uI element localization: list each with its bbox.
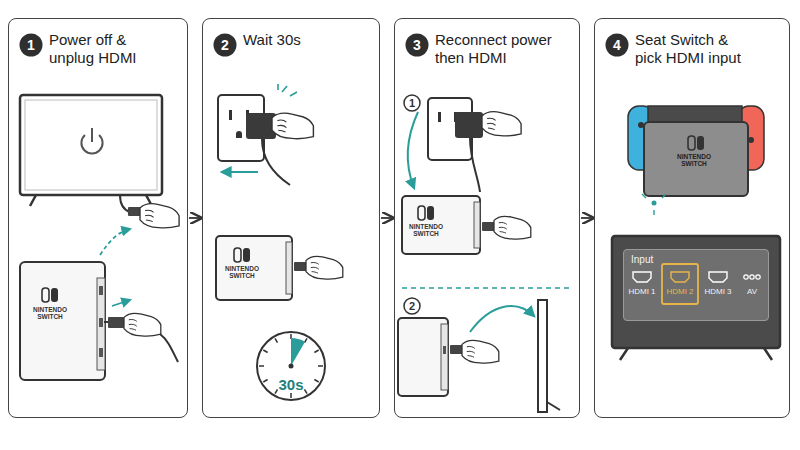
step-number: 2 bbox=[213, 33, 237, 57]
step-panel: Seat Switch & pick HDMI input4Input bbox=[594, 18, 790, 418]
step-heading: Reconnect power then HDMI bbox=[435, 31, 575, 67]
wall-outlet bbox=[428, 98, 521, 192]
substep-number-text: 1 bbox=[403, 94, 421, 112]
timer-text: 30s bbox=[255, 376, 327, 393]
step-arrow bbox=[581, 217, 593, 219]
step-panel: Reconnect power then HDMI3 1 2 bbox=[394, 18, 580, 418]
step-panel: Wait 30s 2 30s bbox=[202, 18, 380, 418]
switch-dock bbox=[402, 196, 480, 254]
switch-dock bbox=[216, 236, 292, 300]
menu-title: Input bbox=[631, 254, 653, 265]
step-heading: Power off & unplug HDMI bbox=[49, 31, 171, 67]
step-number-text: 3 bbox=[405, 33, 429, 57]
step-heading: Wait 30s bbox=[243, 31, 363, 49]
tv-set bbox=[20, 95, 179, 228]
step-arrow bbox=[189, 217, 201, 219]
switch-dock bbox=[398, 318, 448, 396]
step-panel: Power off & unplug HDMI1 bbox=[8, 18, 188, 418]
step-heading: Seat Switch & pick HDMI input bbox=[635, 31, 753, 67]
input-option: AV bbox=[734, 288, 770, 297]
dock-logo-text: NINTENDO SWITCH bbox=[26, 306, 74, 320]
switch-console bbox=[628, 106, 764, 196]
substep-number-text: 2 bbox=[403, 297, 421, 315]
substep-number: 2 bbox=[403, 297, 421, 315]
switch-dock bbox=[20, 262, 105, 380]
wall-outlet bbox=[218, 95, 313, 185]
input-option: HDMI 1 bbox=[624, 288, 660, 297]
input-option: HDMI 3 bbox=[700, 288, 736, 297]
step-number-text: 1 bbox=[19, 33, 43, 57]
tv-edge bbox=[538, 300, 547, 412]
step-number-text: 4 bbox=[605, 33, 629, 57]
input-menu: Input bbox=[623, 249, 769, 321]
substep-number: 1 bbox=[403, 94, 421, 112]
tv-set bbox=[612, 236, 780, 360]
dock-logo-text: NINTENDO SWITCH bbox=[220, 265, 264, 279]
input-option: HDMI 2 bbox=[662, 288, 698, 297]
timer-dial: 30s bbox=[255, 330, 327, 402]
step-number: 3 bbox=[405, 33, 429, 57]
step-arrow bbox=[381, 217, 393, 219]
step-number: 1 bbox=[19, 33, 43, 57]
step-number-text: 2 bbox=[213, 33, 237, 57]
dock-logo-text: NINTENDO SWITCH bbox=[672, 153, 716, 167]
step-number: 4 bbox=[605, 33, 629, 57]
dock-logo-text: NINTENDO SWITCH bbox=[404, 223, 448, 237]
